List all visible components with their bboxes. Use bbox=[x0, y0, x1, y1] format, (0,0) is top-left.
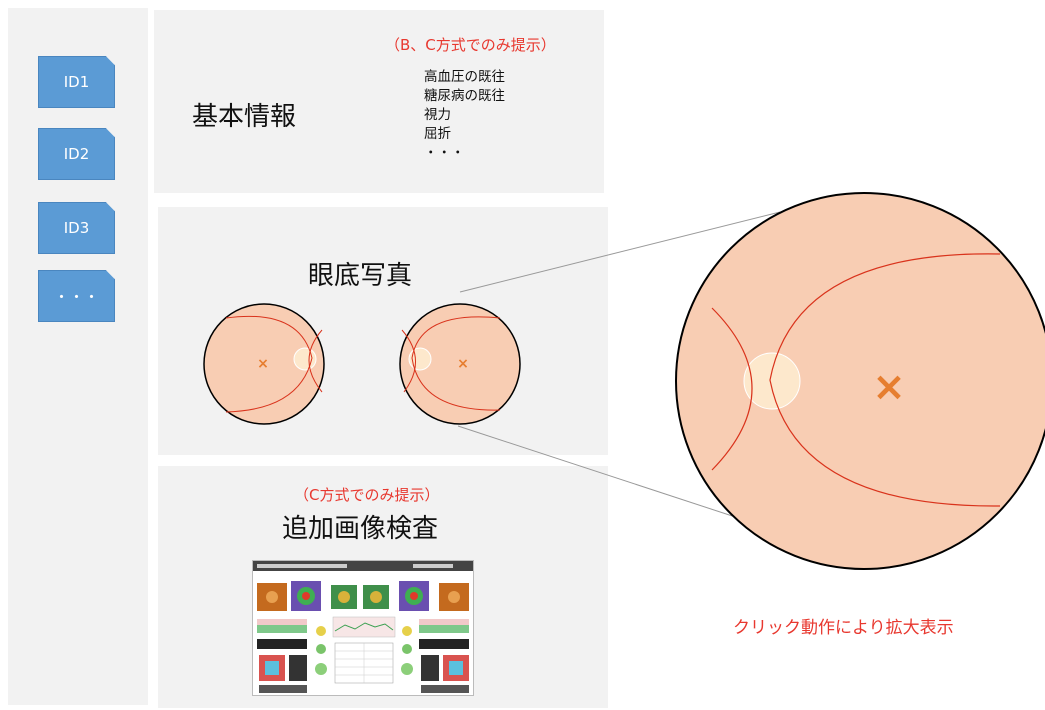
basic-info-item: 視力 bbox=[424, 107, 451, 123]
fovea-marker-icon: × bbox=[257, 356, 269, 372]
id-tab-2[interactable]: ID2 bbox=[38, 128, 115, 180]
basic-info-panel: （B、C方式でのみ提示） 基本情報 高血圧の既往 糖尿病の既往 視力 屈折 ・・… bbox=[154, 10, 604, 193]
id-tab-label: ID3 bbox=[63, 219, 90, 237]
fundus-photo-title: 眼底写真 bbox=[308, 261, 413, 291]
id-tab-3[interactable]: ID3 bbox=[38, 202, 115, 254]
additional-exam-note: （C方式でのみ提示） bbox=[294, 486, 440, 504]
fovea-marker-icon: × bbox=[457, 356, 469, 372]
id-tab-label: ID2 bbox=[63, 145, 90, 163]
zoom-connector-line bbox=[457, 425, 776, 531]
basic-info-item: 屈折 bbox=[424, 126, 451, 142]
fundus-left-eye[interactable]: × bbox=[203, 303, 325, 425]
patient-id-sidebar: ID1 ID2 ID3 ・・・ bbox=[8, 8, 148, 705]
fovea-marker-large-icon: × bbox=[872, 364, 906, 410]
oct-report-thumbnail[interactable] bbox=[252, 560, 474, 696]
id-tab-label: ・・・ bbox=[53, 287, 99, 306]
additional-exam-title: 追加画像検査 bbox=[282, 514, 439, 544]
magnified-fundus-view: × bbox=[675, 192, 1045, 570]
basic-info-list: 高血圧の既往 糖尿病の既往 視力 屈折 ・・・ bbox=[424, 68, 505, 163]
zoom-connector-line bbox=[459, 211, 781, 293]
additional-exam-panel: （C方式でのみ提示） 追加画像検査 bbox=[158, 466, 608, 708]
zoom-caption: クリック動作により拡大表示 bbox=[733, 618, 954, 638]
basic-info-title: 基本情報 bbox=[192, 102, 297, 132]
id-tab-label: ID1 bbox=[63, 73, 90, 91]
basic-info-item: 高血圧の既往 bbox=[424, 69, 505, 85]
basic-info-item: ・・・ bbox=[424, 145, 465, 161]
fundus-right-eye[interactable]: × bbox=[399, 303, 521, 425]
basic-info-item: 糖尿病の既往 bbox=[424, 88, 505, 104]
id-tab-1[interactable]: ID1 bbox=[38, 56, 115, 108]
id-tab-more[interactable]: ・・・ bbox=[38, 270, 115, 322]
basic-info-note: （B、C方式でのみ提示） bbox=[385, 36, 556, 54]
